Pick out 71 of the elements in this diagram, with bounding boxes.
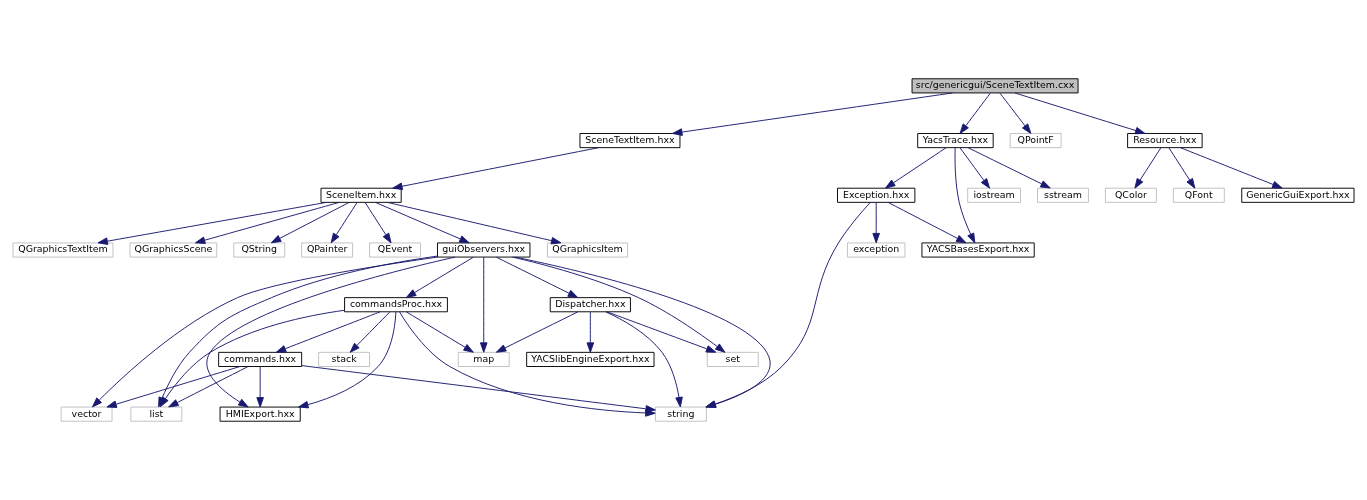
node-box: YACSBasesExport.hxx xyxy=(921,242,1035,258)
arrow xyxy=(387,201,562,245)
arrow xyxy=(374,201,470,244)
node-box: Exception.hxx xyxy=(837,187,916,203)
node-box: commandsProc.hxx xyxy=(344,297,448,313)
arrow xyxy=(495,311,579,353)
arrow xyxy=(97,201,327,245)
arrow xyxy=(1179,147,1283,189)
arrow xyxy=(349,311,391,353)
node-box: guiObservers.hxx xyxy=(437,242,531,258)
arrow xyxy=(479,256,488,353)
arrow xyxy=(392,147,600,191)
node-box: QGraphicsItem xyxy=(546,242,629,258)
node-box: QPointF xyxy=(1009,133,1062,149)
arrow xyxy=(405,311,474,353)
node-box: YACSlibEngineExport.hxx xyxy=(526,351,655,367)
arrow xyxy=(954,147,976,244)
arrow xyxy=(967,147,1051,189)
arrow xyxy=(256,366,264,408)
node-box: Resource.hxx xyxy=(1127,133,1203,149)
arrow xyxy=(1134,147,1162,189)
arrow xyxy=(887,202,967,244)
node-box: HMIExport.hxx xyxy=(219,406,301,422)
node-box: stack xyxy=(318,351,371,367)
node-box: sstream xyxy=(1037,187,1089,203)
arrow xyxy=(605,311,683,408)
arrow xyxy=(364,202,392,244)
arrow xyxy=(495,256,579,298)
arrow xyxy=(270,202,350,244)
arrow xyxy=(705,202,871,408)
node-box: QPainter xyxy=(301,242,354,258)
arrow xyxy=(885,147,947,189)
node-box: commands.hxx xyxy=(218,351,303,367)
arrow xyxy=(672,92,953,136)
node-box: QFont xyxy=(1172,187,1225,203)
arrow xyxy=(194,201,340,244)
node-box: YacsTrace.hxx xyxy=(917,133,994,149)
arrow xyxy=(872,202,880,244)
node-box: map xyxy=(457,351,510,367)
node-box: Dispatcher.hxx xyxy=(549,297,631,313)
arrow xyxy=(514,256,771,408)
arrow xyxy=(959,147,991,189)
arrow xyxy=(1168,147,1196,189)
node-box: SceneTextItem.hxx xyxy=(579,133,681,149)
node-box: string xyxy=(654,406,707,422)
node-box: iostream xyxy=(967,187,1021,203)
node-box: QEvent xyxy=(369,242,421,258)
node-box: SceneItem.hxx xyxy=(320,187,402,203)
node-box: QColor xyxy=(1104,187,1157,203)
arrow xyxy=(405,256,474,298)
node-box: list xyxy=(130,406,183,422)
arrow xyxy=(586,311,595,353)
arrow xyxy=(301,365,656,413)
arrow xyxy=(330,202,358,244)
node-box: QGraphicsScene xyxy=(129,242,218,258)
arrow xyxy=(606,311,717,353)
node-box: GenericGuiExport.hxx xyxy=(1241,187,1355,203)
node-box: QString xyxy=(233,242,286,258)
node-box: exception xyxy=(846,242,906,258)
arrow xyxy=(275,311,381,353)
arrow xyxy=(512,256,726,353)
arrow xyxy=(168,366,249,408)
arrow xyxy=(999,92,1032,134)
node-box: set xyxy=(706,351,759,367)
arrow xyxy=(206,256,456,408)
node-box: vector xyxy=(60,406,113,422)
node-box: QGraphicsTextItem xyxy=(12,242,114,258)
arrow xyxy=(959,92,991,134)
arrow xyxy=(298,311,397,409)
node-box: src/genericgui/SceneTextItem.cxx xyxy=(911,78,1079,94)
arrow xyxy=(1014,92,1146,135)
